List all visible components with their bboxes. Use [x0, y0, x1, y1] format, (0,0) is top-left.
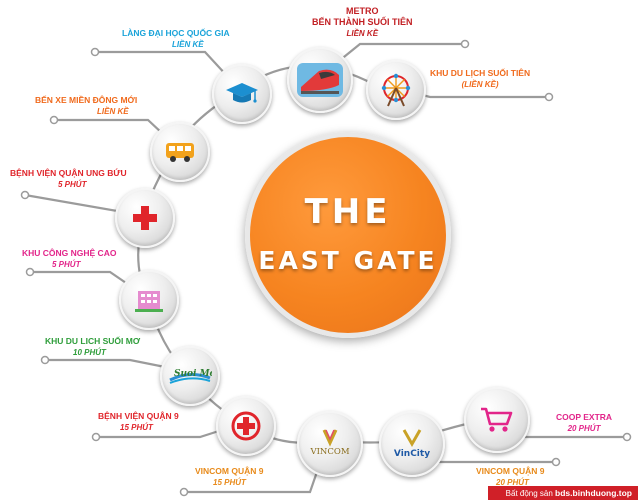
place-name: KHU DU LICH SUỐI MƠ — [45, 336, 141, 346]
hospital-cross-icon — [133, 206, 157, 230]
watermark-prefix: Bất động sản — [505, 489, 553, 498]
endpoint-dot — [91, 432, 101, 442]
place-time: 15 PHÚT — [213, 478, 246, 487]
place-name: KHU DU LỊCH SUỐI TIÊN — [430, 68, 531, 78]
label-ben-xe: BẾN XE MIỀN ĐÔNG MỚI LIỀN KỀ — [35, 95, 137, 117]
ferris-wheel-icon — [381, 73, 411, 107]
shopping-cart-icon — [481, 407, 513, 432]
svg-text:Suoi Mo: Suoi Mo — [174, 369, 212, 379]
node-coop — [464, 387, 530, 453]
endpoint-dot — [460, 39, 470, 49]
node-ben-xe — [150, 122, 210, 182]
svg-text:VINCOM: VINCOM — [309, 447, 349, 457]
place-name: VINCOM QUẬN 9 — [195, 466, 264, 476]
label-metro: METRO BẾN THÀNH SUỐI TIÊN LIỀN KỀ — [312, 6, 413, 39]
endpoint-dot — [179, 487, 189, 497]
endpoint-dot — [49, 115, 59, 125]
label-vincom: VINCOM QUẬN 9 15 PHÚT — [195, 466, 263, 488]
label-lang-dai-hoc: LÀNG ĐẠI HỌC QUỐC GIA LIỀN KỀ — [122, 28, 230, 50]
place-name-line2: BẾN THÀNH SUỐI TIÊN — [312, 17, 413, 27]
label-benh-vien-ung-buu: BỆNH VIỆN QUẬN UNG BỨU 5 PHÚT — [10, 168, 127, 190]
leader-benh-vien-q9 — [95, 428, 223, 439]
center-title-line2: EAST GATE — [258, 246, 438, 275]
place-name: COOP EXTRA — [556, 412, 613, 422]
endpoint-dot — [551, 457, 561, 467]
node-cong-nghe-cao — [119, 270, 179, 330]
place-time: 20 PHÚT — [567, 424, 601, 433]
hospital-plus-icon — [231, 411, 261, 441]
place-name: BỆNH VIỆN QUẬN UNG BỨU — [10, 168, 127, 178]
suoi-mo-logo-icon: Suoi Mo — [169, 369, 212, 384]
place-time: 15 PHÚT — [120, 423, 153, 432]
label-suoi-mo: KHU DU LICH SUỐI MƠ 10 PHÚT — [45, 336, 140, 358]
label-benh-vien-q9: BỆNH VIỆN QUẬN 9 15 PHÚT — [98, 411, 179, 433]
metro-train-icon — [297, 63, 343, 97]
graduation-cap-icon — [226, 83, 258, 103]
endpoint-dot — [90, 47, 100, 57]
label-coop: COOP EXTRA 20 PHÚT — [556, 412, 612, 434]
label-vincity: VINCOM QUẬN 9 20 PHÚT — [476, 466, 544, 488]
label-suoi-tien: KHU DU LỊCH SUỐI TIÊN (LIỀN KỀ) — [430, 68, 530, 90]
node-lang-dai-hoc — [212, 64, 272, 124]
center-title-line1: THE — [304, 192, 392, 232]
leader-suoi-mo — [45, 358, 171, 370]
bus-icon — [166, 143, 194, 162]
place-time: LIỀN KỀ — [97, 107, 129, 116]
node-vincom: VINCOM — [297, 411, 363, 477]
endpoint-dot — [40, 355, 50, 365]
place-time: LIỀN KỀ — [172, 40, 204, 49]
node-suoi-tien — [366, 60, 426, 120]
place-name: VINCOM QUẬN 9 — [476, 466, 545, 476]
place-name: LÀNG ĐẠI HỌC QUỐC GIA — [122, 28, 230, 38]
place-name: KHU CÔNG NGHỆ CAO — [22, 248, 117, 258]
center-circle: THE EAST GATE — [245, 132, 451, 338]
endpoint-dot — [544, 92, 554, 102]
label-cong-nghe-cao: KHU CÔNG NGHỆ CAO 5 PHÚT — [22, 248, 116, 270]
endpoint-dot — [622, 432, 632, 442]
place-name: BẾN XE MIỀN ĐÔNG MỚI — [35, 95, 138, 105]
node-suoi-mo: Suoi Mo — [160, 346, 220, 406]
node-metro — [287, 47, 353, 113]
svg-text:VinCity: VinCity — [394, 449, 430, 459]
endpoint-dot — [20, 190, 30, 200]
node-benh-vien-q9 — [216, 396, 276, 456]
building-icon — [135, 291, 163, 312]
place-time: 5 PHÚT — [52, 260, 81, 269]
endpoint-dot — [25, 267, 35, 277]
node-benh-vien-ung-buu — [115, 188, 175, 248]
watermark-banner: Bất động sản bds.binhduong.top — [488, 486, 638, 500]
place-time: 5 PHÚT — [58, 180, 87, 189]
place-time: 10 PHÚT — [73, 348, 106, 357]
place-name: BỆNH VIỆN QUẬN 9 — [98, 411, 179, 421]
place-time: (LIỀN KỀ) — [461, 80, 499, 89]
place-time: 20 PHÚT — [496, 478, 529, 487]
place-name: METRO — [346, 6, 379, 16]
place-time: LIỀN KỀ — [346, 29, 379, 38]
watermark-site: bds.binhduong.top — [555, 488, 632, 498]
node-vincity: VinCity — [379, 411, 445, 477]
vincom-logo-icon: VINCOM — [309, 429, 350, 457]
vincity-logo-icon: VinCity — [394, 429, 430, 459]
